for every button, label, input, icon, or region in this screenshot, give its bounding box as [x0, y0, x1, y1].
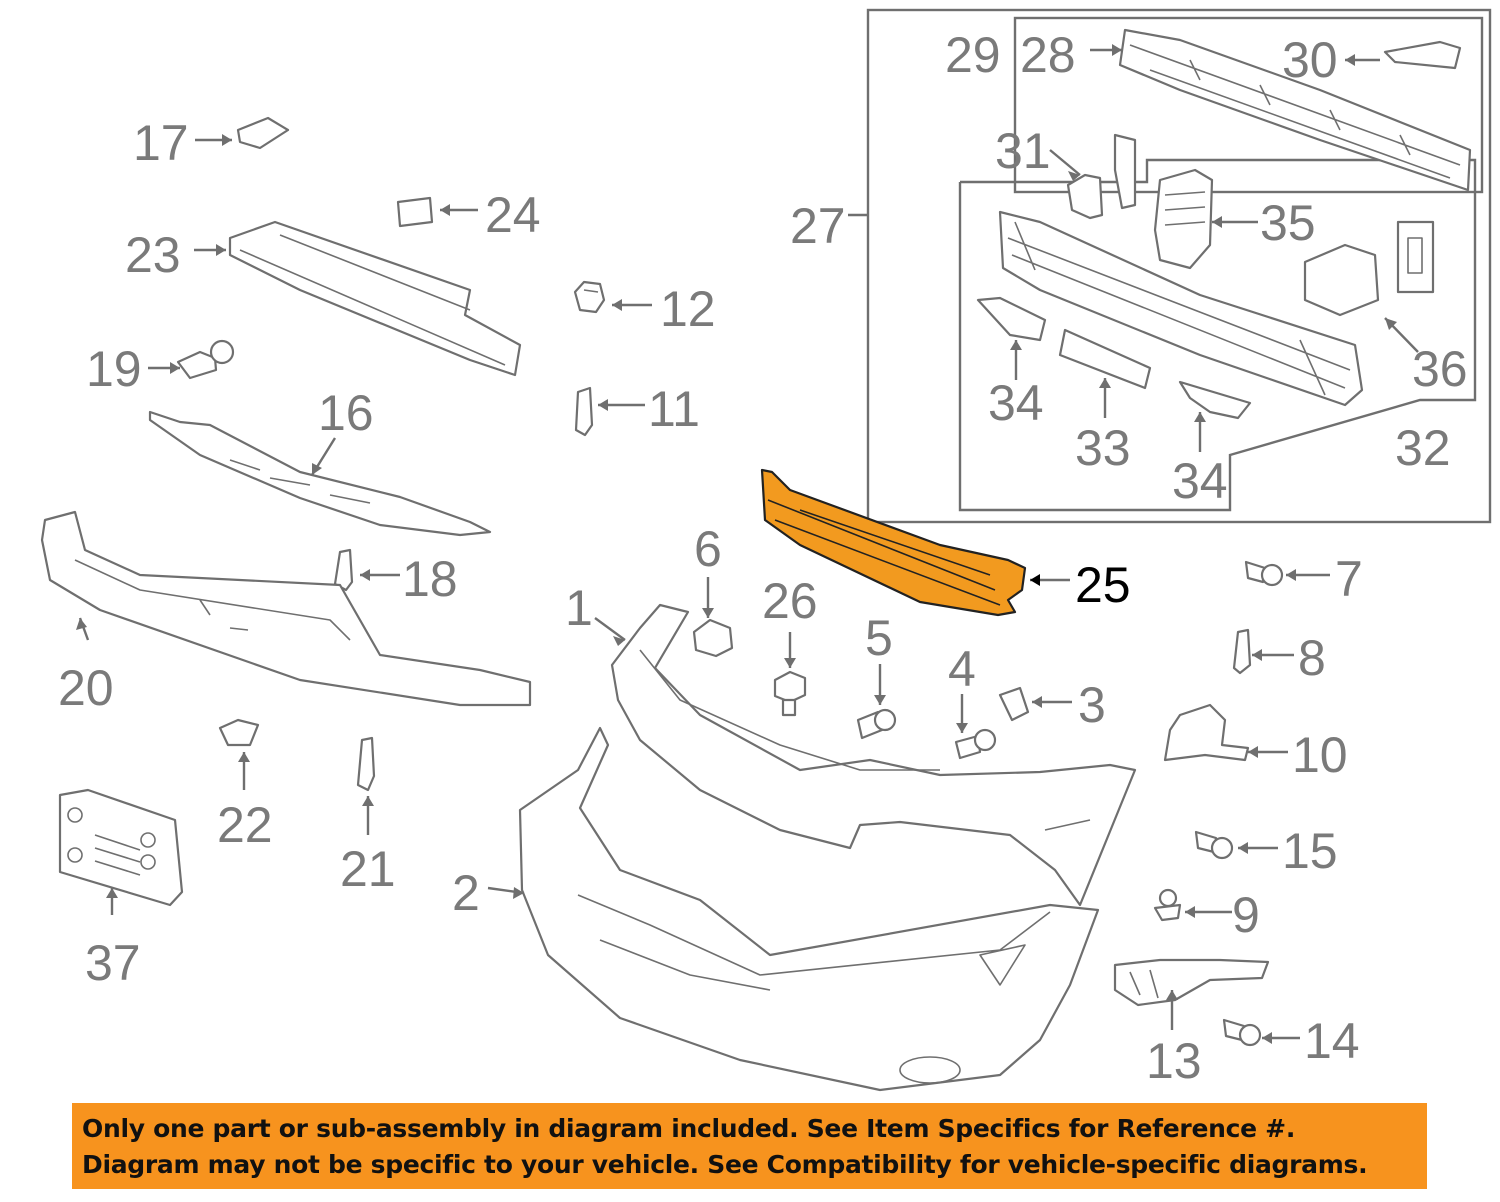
disclaimer-banner: Only one part or sub-assembly in diagram…	[72, 1103, 1427, 1189]
callout-37: 37	[85, 935, 141, 991]
part-19-pushpin	[176, 339, 235, 380]
part-15-screw	[1194, 830, 1234, 860]
part-5-pushpin	[856, 708, 897, 740]
callout-3: 3	[1078, 677, 1106, 733]
part-36-absorber	[1303, 220, 1435, 317]
callout-17: 17	[133, 115, 189, 171]
callout-34-left: 34	[988, 375, 1044, 431]
part-32-impact-bar	[998, 210, 1364, 407]
callout-14: 14	[1304, 1013, 1360, 1069]
part-17-clip	[236, 116, 290, 150]
part-24-pad	[396, 196, 434, 228]
callout-36: 36	[1412, 341, 1468, 397]
callout-labels: 17 24 23 12 19 16 11 18 20 22 21 37 25 6…	[58, 27, 1468, 1089]
callout-12: 12	[660, 281, 716, 337]
part-14-screw	[1222, 1018, 1262, 1047]
callout-18: 18	[402, 551, 458, 607]
callout-15: 15	[1282, 823, 1338, 879]
part-13-bracket	[1113, 958, 1270, 1007]
part-23-absorber	[228, 220, 522, 377]
part-34-bracket-left	[976, 296, 1047, 342]
part-12-nut	[573, 280, 606, 314]
part-10-bracket	[1163, 703, 1250, 762]
callout-11: 11	[648, 381, 700, 437]
assembly-box-27	[866, 8, 1492, 524]
part-35-bracket	[1153, 168, 1214, 270]
callout-26: 26	[762, 573, 818, 629]
part-11-stud	[574, 386, 594, 437]
part-34-bracket-right	[1178, 380, 1252, 420]
part-8-stud	[1232, 628, 1252, 675]
part-6-nut	[692, 618, 734, 658]
callout-4: 4	[948, 641, 976, 697]
callout-23: 23	[125, 227, 181, 283]
callout-28: 28	[1020, 27, 1076, 83]
part-33-bracket	[1058, 328, 1152, 390]
callout-29: 29	[945, 27, 1001, 83]
callout-19: 19	[86, 341, 142, 397]
part-22-pushpin	[218, 718, 260, 747]
leader-lines	[78, 48, 1419, 1040]
arrowheads	[76, 44, 1397, 1044]
assembly-box-29	[1013, 16, 1484, 194]
callout-1: 1	[565, 580, 593, 636]
callout-24: 24	[485, 187, 541, 243]
callout-34-right: 34	[1172, 453, 1228, 509]
callout-35: 35	[1260, 195, 1316, 251]
part-1-fascia-support	[610, 603, 1137, 907]
part-9-pushpin	[1153, 888, 1182, 922]
callout-32: 32	[1395, 420, 1451, 476]
part-30-bracket	[1383, 40, 1462, 70]
callout-9: 9	[1232, 887, 1260, 943]
callout-8: 8	[1298, 630, 1326, 686]
callout-2: 2	[452, 865, 480, 921]
part-4-pushpin	[954, 728, 997, 760]
callout-21: 21	[340, 841, 396, 897]
callout-22: 22	[217, 797, 273, 853]
callout-27: 27	[790, 198, 846, 254]
disclaimer-line-1: Only one part or sub-assembly in diagram…	[82, 1114, 1296, 1143]
part-21-stud	[356, 736, 376, 792]
part-37-license-bracket	[58, 788, 184, 907]
part-25-energy-absorber	[760, 468, 1027, 617]
callout-25: 25	[1075, 557, 1131, 613]
callout-6: 6	[694, 521, 722, 577]
disclaimer-line-2: Diagram may not be specific to your vehi…	[82, 1150, 1368, 1179]
part-18-stud	[333, 548, 354, 592]
part-7-screw	[1244, 560, 1284, 587]
part-31-bracket	[1066, 133, 1137, 220]
callout-10: 10	[1292, 727, 1348, 783]
part-3-clip	[998, 686, 1030, 722]
part-28-reinforcement	[1118, 28, 1472, 192]
part-26-bolt	[773, 670, 807, 717]
callout-5: 5	[865, 610, 893, 666]
callout-30: 30	[1282, 32, 1338, 88]
part-2-bumper-cover	[518, 726, 1100, 1092]
callout-31: 31	[995, 123, 1051, 179]
part-16-deflector	[148, 410, 492, 537]
callout-7: 7	[1335, 551, 1363, 607]
callout-20: 20	[58, 660, 114, 716]
assembly-box-32	[958, 158, 1477, 512]
callout-13: 13	[1146, 1033, 1202, 1089]
callout-33: 33	[1075, 420, 1131, 476]
part-20-air-deflector	[40, 510, 532, 707]
callout-16: 16	[318, 385, 374, 441]
